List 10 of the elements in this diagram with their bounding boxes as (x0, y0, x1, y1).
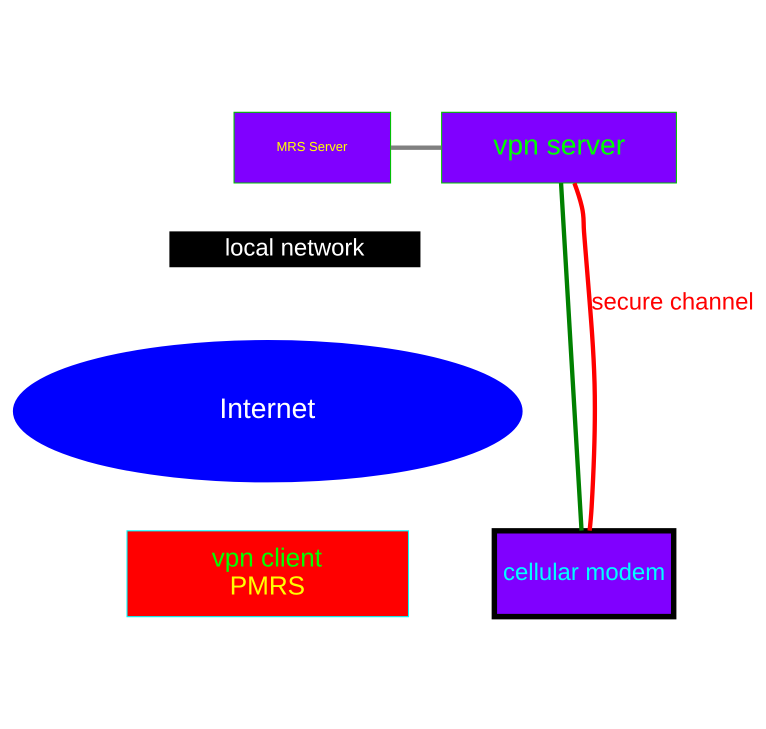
connector (558, 182, 584, 531)
connector (390, 146, 441, 150)
node-box: MRS Server (233, 112, 391, 184)
node-box: cellular modem (491, 528, 676, 620)
connector (572, 182, 597, 531)
node-box: local network (168, 231, 420, 268)
node-box: vpn client PMRS (126, 530, 409, 618)
node-ellipse: Internet (12, 340, 522, 482)
node-box: vpn server (440, 112, 676, 184)
edge-label: secure channel (591, 288, 754, 316)
